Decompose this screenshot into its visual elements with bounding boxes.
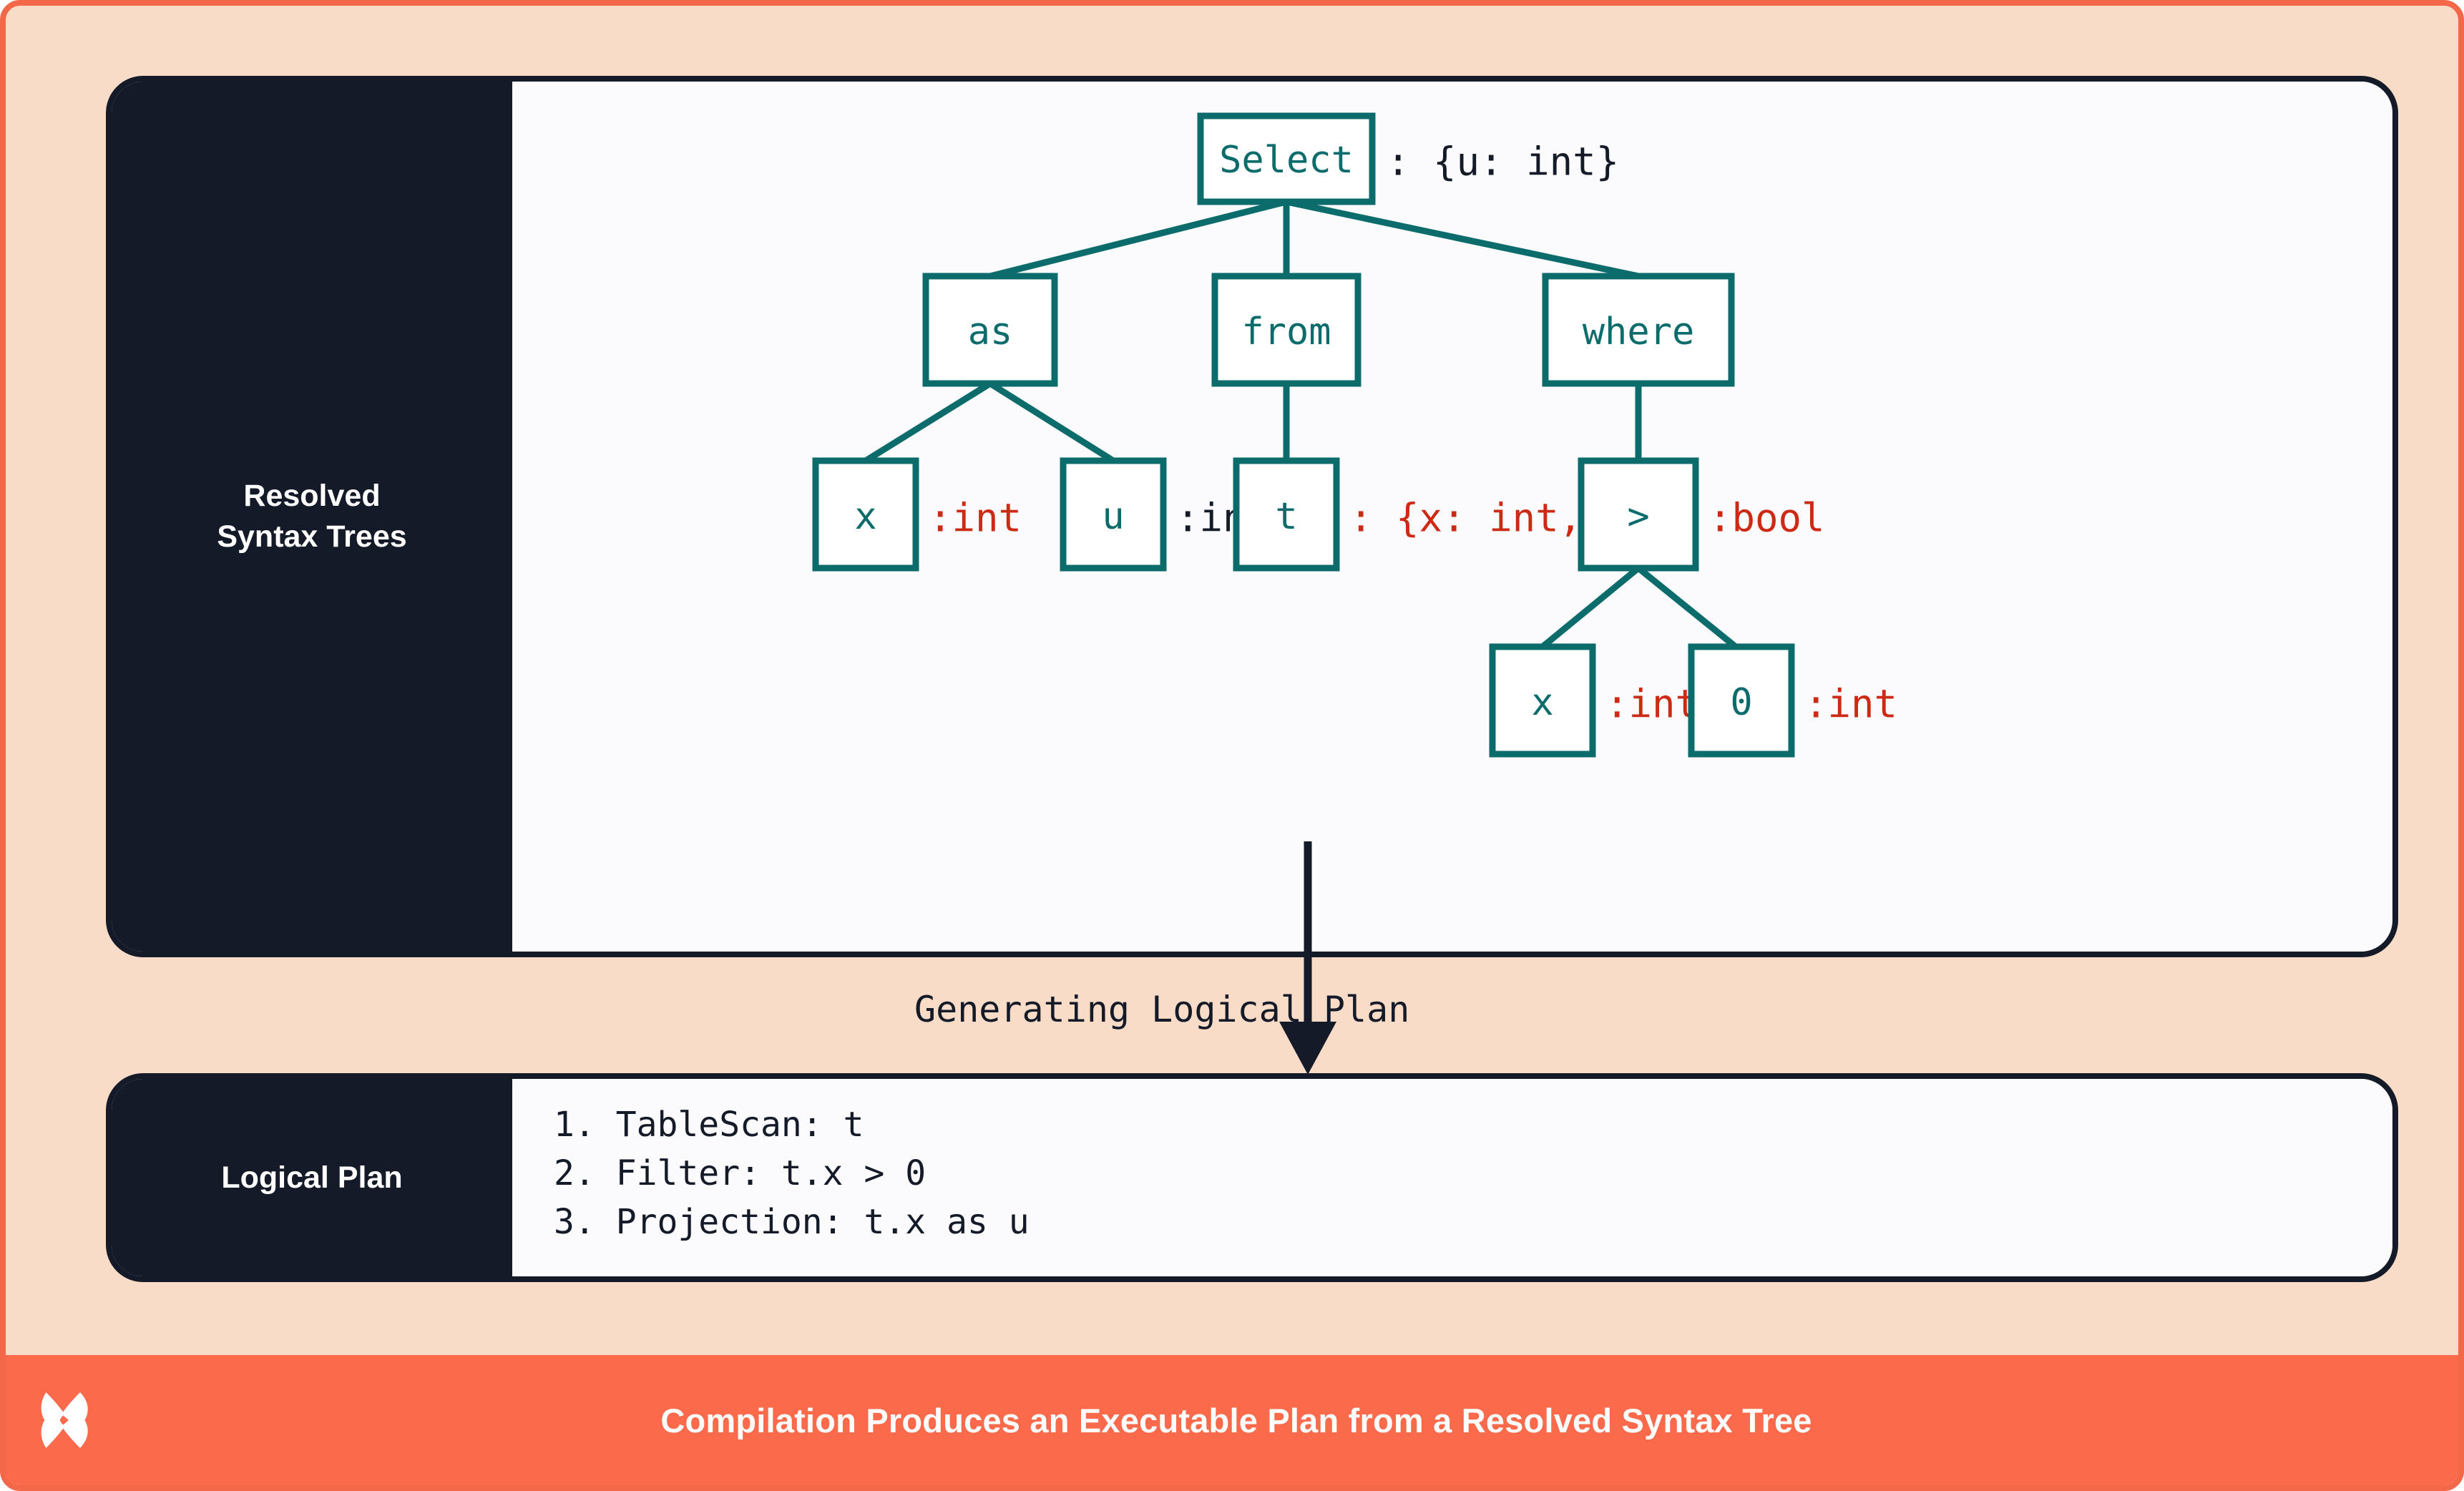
resolved-syntax-trees-label: Resolved Syntax Trees bbox=[112, 82, 512, 952]
footer-bar: Compilation Produces an Executable Plan … bbox=[6, 1355, 2458, 1485]
rst-label-line2: Syntax Trees bbox=[217, 519, 407, 554]
tree-node-gt-x-label: x bbox=[1531, 681, 1553, 724]
tree-node-as-x-label: x bbox=[854, 495, 876, 538]
tree-node-gt[interactable]: > bbox=[1578, 457, 1699, 572]
tree-annotation-gt-x: :int bbox=[1605, 682, 1698, 727]
tree-node-as-x[interactable]: x bbox=[812, 457, 919, 572]
tree-node-from-label: from bbox=[1241, 311, 1331, 353]
down-arrow-icon bbox=[1279, 841, 1336, 1075]
tree-node-as-u[interactable]: u bbox=[1060, 457, 1167, 572]
butterfly-logo-icon bbox=[6, 1355, 136, 1485]
list-item: 3. Projection: t.x as u bbox=[554, 1202, 1030, 1243]
logical-plan-label: Logical Plan bbox=[112, 1079, 512, 1276]
tree-node-from[interactable]: from bbox=[1211, 273, 1361, 387]
syntax-tree-panel: Select : {u: int} as from where bbox=[512, 82, 2392, 952]
logical-plan-card: Logical Plan 1. TableScan: t 2. Filter: … bbox=[106, 1073, 2398, 1282]
tree-node-from-t-label: t bbox=[1275, 495, 1297, 538]
tree-node-gt-zero-label: 0 bbox=[1730, 681, 1752, 724]
list-item: 2. Filter: t.x > 0 bbox=[554, 1153, 927, 1194]
tree-node-where-label: where bbox=[1583, 311, 1695, 353]
tree-node-gt-zero[interactable]: 0 bbox=[1688, 643, 1795, 758]
tree-node-as-u-label: u bbox=[1102, 495, 1124, 538]
tree-node-from-t[interactable]: t bbox=[1233, 457, 1340, 572]
footer-caption: Compilation Produces an Executable Plan … bbox=[660, 1401, 1812, 1439]
list-item: 1. TableScan: t bbox=[554, 1105, 864, 1145]
tree-node-gt-x[interactable]: x bbox=[1489, 643, 1596, 758]
tree-annotation-as-x: :int bbox=[929, 496, 1022, 541]
rst-label-line1: Resolved bbox=[243, 479, 381, 514]
tree-node-as-label: as bbox=[968, 311, 1013, 353]
logical-plan-step-list: 1. TableScan: t 2. Filter: t.x > 0 3. Pr… bbox=[554, 1100, 1030, 1246]
tree-node-as[interactable]: as bbox=[922, 273, 1058, 387]
syntax-tree-diagram: Select : {u: int} as from where bbox=[812, 112, 1897, 758]
tree-node-gt-label: > bbox=[1627, 495, 1649, 538]
transition-region: Generating Logical Plan bbox=[106, 841, 2398, 1075]
logical-plan-panel: 1. TableScan: t 2. Filter: t.x > 0 3. Pr… bbox=[512, 1079, 2392, 1276]
tree-annotation-select: : {u: int} bbox=[1387, 140, 1619, 185]
tree-node-where[interactable]: where bbox=[1542, 273, 1735, 387]
tree-node-select[interactable]: Select bbox=[1197, 112, 1376, 205]
tree-edges bbox=[864, 198, 1738, 650]
tree-annotation-gt: :bool bbox=[1708, 496, 1825, 541]
resolved-syntax-trees-card: Resolved Syntax Trees bbox=[106, 76, 2398, 957]
tree-annotation-gt-zero: :int bbox=[1804, 682, 1897, 727]
tree-node-select-label: Select bbox=[1219, 139, 1354, 182]
